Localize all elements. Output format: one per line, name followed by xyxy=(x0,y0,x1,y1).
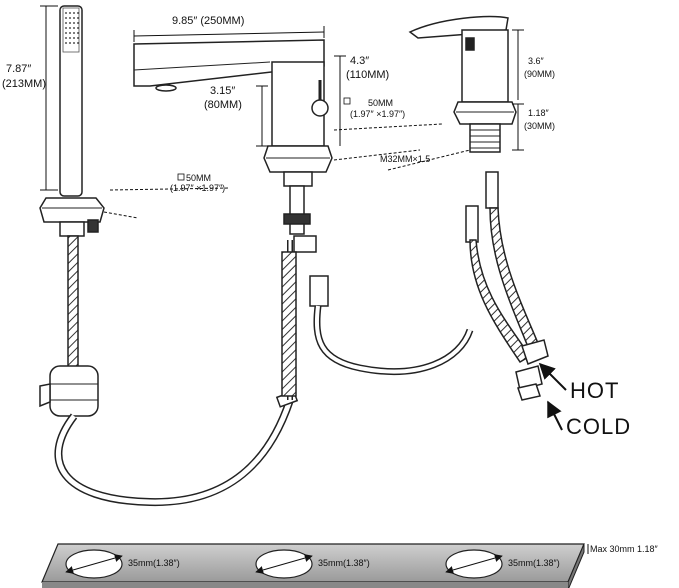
valve-dimensions xyxy=(512,29,524,151)
valve-base-mm: (30MM) xyxy=(524,121,555,131)
handshower-nut xyxy=(59,221,85,237)
valve-height-mm: (90MM) xyxy=(524,69,555,79)
spout-dimensions xyxy=(133,26,346,147)
handshower-wand xyxy=(59,5,83,197)
body-height-in: 4.3″ xyxy=(350,55,369,67)
spout-aerator xyxy=(155,84,177,92)
spout-height-mm: (80MM) xyxy=(204,99,242,111)
supply-fitting-top xyxy=(485,171,499,209)
hose-weight xyxy=(49,365,99,417)
handshower-height-mm: (213MM) xyxy=(2,78,46,90)
thread-leader xyxy=(387,149,471,171)
deck-plate xyxy=(41,543,589,588)
hot-label: HOT xyxy=(570,378,619,403)
square-symbol-icon xyxy=(343,97,351,105)
pull-hose-coupler xyxy=(309,275,329,307)
spout-base xyxy=(263,145,333,173)
spout-shank xyxy=(289,185,305,235)
spout-base-mm: 50MM xyxy=(368,98,393,108)
handshower-base-dimension xyxy=(103,187,231,219)
hot-arrow-icon xyxy=(538,362,567,391)
deck-max-thickness: Max 30mm 1.18″ xyxy=(590,544,659,554)
cold-label: COLD xyxy=(566,414,631,439)
valve-base-in: 1.18″ xyxy=(528,108,550,118)
supply-fitting-left xyxy=(465,205,479,243)
square-symbol-icon xyxy=(177,173,185,181)
handshower xyxy=(39,5,299,507)
spout-hose xyxy=(281,251,297,397)
handshower-height-dimension xyxy=(40,5,58,191)
diverter-knob xyxy=(311,99,329,117)
valve-base xyxy=(453,101,517,125)
handle-valve xyxy=(408,15,549,401)
thread-spec: M32MM×1.5 xyxy=(380,154,430,164)
spout-arm xyxy=(133,39,325,87)
deck-hole-1-size: 35mm(1.38″) xyxy=(128,558,180,568)
spout-nut xyxy=(283,171,313,187)
handshower-hose xyxy=(67,235,79,373)
handshower-height-in: 7.87″ xyxy=(6,63,31,75)
spray-nozzles-icon xyxy=(65,12,79,44)
deck-hole-2-size: 35mm(1.38″) xyxy=(318,558,370,568)
handshower-base-mm: 50MM xyxy=(186,173,211,183)
weight-clip xyxy=(39,383,51,408)
spout-base-in: (1.97″ ×1.97″) xyxy=(350,109,405,119)
spout-connector xyxy=(293,235,317,253)
hot-connector xyxy=(521,339,549,365)
spout-faucet xyxy=(133,39,474,400)
cold-arrow-icon xyxy=(547,400,563,431)
deck-hole-3-size: 35mm(1.38″) xyxy=(508,558,560,568)
cold-supply-hose xyxy=(489,207,541,353)
handshower-base-in: (1.97″ ×1.97″) xyxy=(170,183,225,193)
valve-thread xyxy=(469,123,501,153)
spout-reach: 9.85″ (250MM) xyxy=(172,15,244,27)
body-height-mm: (110MM) xyxy=(346,69,389,81)
spout-base-dimension xyxy=(333,123,443,161)
valve-height-in: 3.6″ xyxy=(528,56,545,66)
spout-height-in: 3.15″ xyxy=(210,85,235,97)
handshower-holder xyxy=(39,197,105,223)
